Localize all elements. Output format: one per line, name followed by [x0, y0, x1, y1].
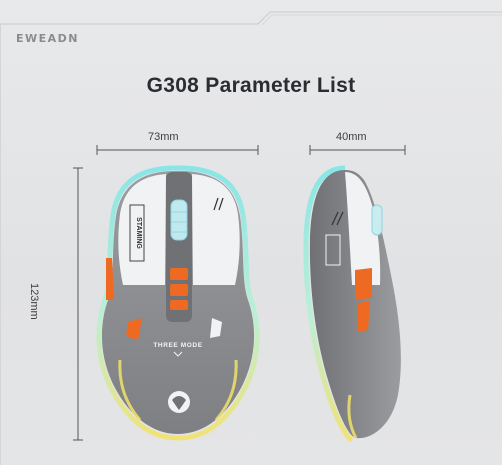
shell-slash-mark — [213, 197, 219, 211]
side-view-top-shell — [345, 172, 381, 285]
side-view-logo-box — [325, 234, 341, 266]
top-view-rgb-outline — [96, 165, 260, 441]
side-button — [358, 301, 370, 332]
width-dimension-label: 73mm — [148, 131, 179, 143]
frame-top-line — [0, 11, 502, 25]
mode-chevron-icon — [173, 351, 183, 357]
side-slash-mark — [331, 211, 339, 226]
dpi-button — [170, 300, 188, 310]
mode-text: THREE MODE — [153, 342, 202, 349]
side-view-rgb-outline — [303, 165, 354, 443]
depth-dimension-label: 40mm — [336, 131, 367, 143]
page-title: G308 Parameter List — [146, 74, 356, 97]
side-view-rgb-strip-lower — [347, 394, 358, 439]
lower-white-accent — [210, 318, 222, 338]
mouse-top-view: STAMING THREE MODE — [96, 165, 260, 441]
side-logo-text: STAMING — [135, 217, 142, 249]
side-slash-mark — [336, 211, 344, 226]
dpi-button — [170, 284, 188, 296]
lower-orange-accent — [126, 318, 142, 340]
shell-slash-mark — [218, 197, 224, 211]
frame-top-line-inner — [261, 14, 502, 26]
top-view-rgb-strip-right — [214, 359, 238, 421]
brand-logo-text: EWEADN — [16, 32, 80, 45]
staming-logo-box — [129, 204, 145, 262]
dragon-emblem-detail — [172, 396, 186, 410]
side-orange-grip — [106, 258, 114, 300]
side-view-body — [309, 170, 401, 439]
top-view-center-channel — [166, 172, 192, 322]
dpi-button — [170, 268, 188, 280]
top-view-right-shell — [192, 174, 240, 285]
top-view-rgb-strip-left — [118, 359, 142, 421]
scroll-wheel-icon — [170, 199, 188, 241]
mouse-side-view — [303, 165, 401, 443]
side-button — [355, 268, 372, 300]
scroll-wheel-icon — [371, 204, 383, 236]
